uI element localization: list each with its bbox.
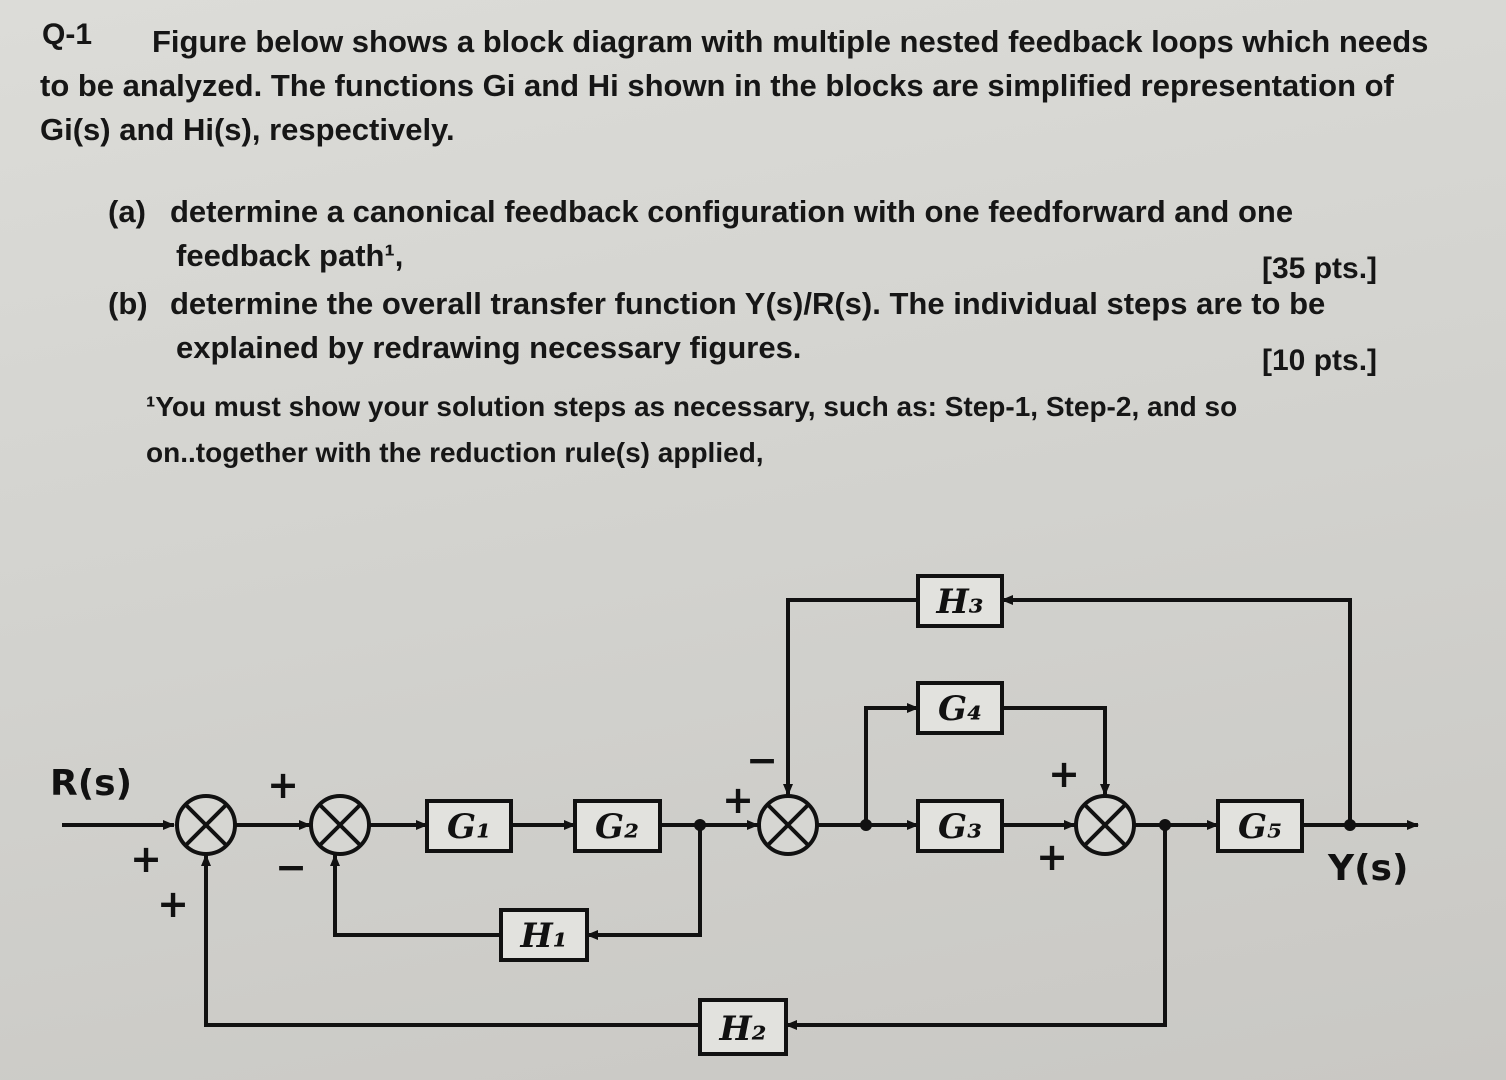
wire-branch-to-h2 bbox=[785, 825, 1167, 1030]
block-g1-box bbox=[425, 799, 513, 853]
wire-h2-to-s1 bbox=[201, 854, 700, 1027]
wire-h3-to-s3 bbox=[783, 598, 918, 796]
block-g4-box bbox=[916, 681, 1004, 735]
part-a-points: [35 pts.] bbox=[1262, 252, 1378, 285]
sign-s2-feedback: − bbox=[275, 845, 307, 889]
block-g3: G₃ bbox=[938, 807, 982, 847]
sign-s4-g3: + bbox=[1036, 835, 1068, 879]
block-g2: G₂ bbox=[595, 807, 639, 847]
block-g3-box bbox=[916, 799, 1004, 853]
part-b-text-line1: determine the overall transfer function … bbox=[170, 286, 1326, 321]
sign-s3-feedback: − bbox=[746, 738, 778, 782]
part-b-points: [10 pts.] bbox=[1262, 344, 1378, 377]
part-b: (b) determine the overall transfer functi… bbox=[108, 282, 1488, 370]
sign-s2-input: + bbox=[267, 763, 299, 807]
sign-s1-feedback: + bbox=[157, 882, 189, 926]
footnote: ¹You must show your solution steps as ne… bbox=[146, 391, 1238, 468]
wire-branch-to-h1 bbox=[586, 825, 702, 940]
junction-dot bbox=[1344, 819, 1356, 831]
block-h1: H₁ bbox=[519, 916, 567, 956]
wire-g4-to-s4 bbox=[1002, 706, 1110, 796]
summing-junction-1 bbox=[175, 794, 237, 856]
block-g2-box bbox=[573, 799, 662, 853]
question-intro: Figure below shows a block diagram with … bbox=[40, 24, 1429, 147]
part-a-text-line2: feedback path¹, bbox=[176, 238, 404, 273]
part-a-text-line1: determine a canonical feedback configura… bbox=[170, 194, 1294, 229]
input-label: R(s) bbox=[50, 763, 132, 804]
block-h3-box bbox=[916, 574, 1004, 628]
junction-dot bbox=[1159, 819, 1171, 831]
part-b-label: (b) bbox=[108, 286, 148, 321]
summing-junction-2 bbox=[309, 794, 371, 856]
block-h1-box bbox=[499, 908, 589, 962]
part-a-label: (a) bbox=[108, 194, 146, 229]
output-label: Y(s) bbox=[1327, 848, 1408, 889]
junction-dot bbox=[860, 819, 872, 831]
junction-dot bbox=[694, 819, 706, 831]
wire-h1-to-s2 bbox=[330, 854, 501, 937]
block-g4: G₄ bbox=[938, 689, 982, 729]
block-g1: G₁ bbox=[447, 807, 491, 847]
block-g5: G₅ bbox=[1238, 807, 1282, 847]
block-h2: H₂ bbox=[718, 1009, 766, 1049]
part-a: (a) determine a canonical feedback config… bbox=[108, 190, 1488, 278]
block-h2-box bbox=[698, 998, 788, 1056]
part-b-text-line2: explained by redrawing necessary figures… bbox=[176, 330, 802, 365]
block-g5-box bbox=[1216, 799, 1304, 853]
sign-s4-g4: + bbox=[1048, 752, 1080, 796]
question-number: Q-1 bbox=[42, 18, 93, 51]
summing-junction-3 bbox=[757, 794, 819, 856]
block-h3: H₃ bbox=[935, 582, 983, 622]
summing-junction-4 bbox=[1074, 794, 1136, 856]
wire-branch-to-h3 bbox=[1001, 595, 1352, 825]
wire-branch-to-g4 bbox=[864, 703, 919, 825]
sign-s1-input: + bbox=[130, 837, 162, 881]
sign-s3-input: + bbox=[722, 778, 754, 822]
